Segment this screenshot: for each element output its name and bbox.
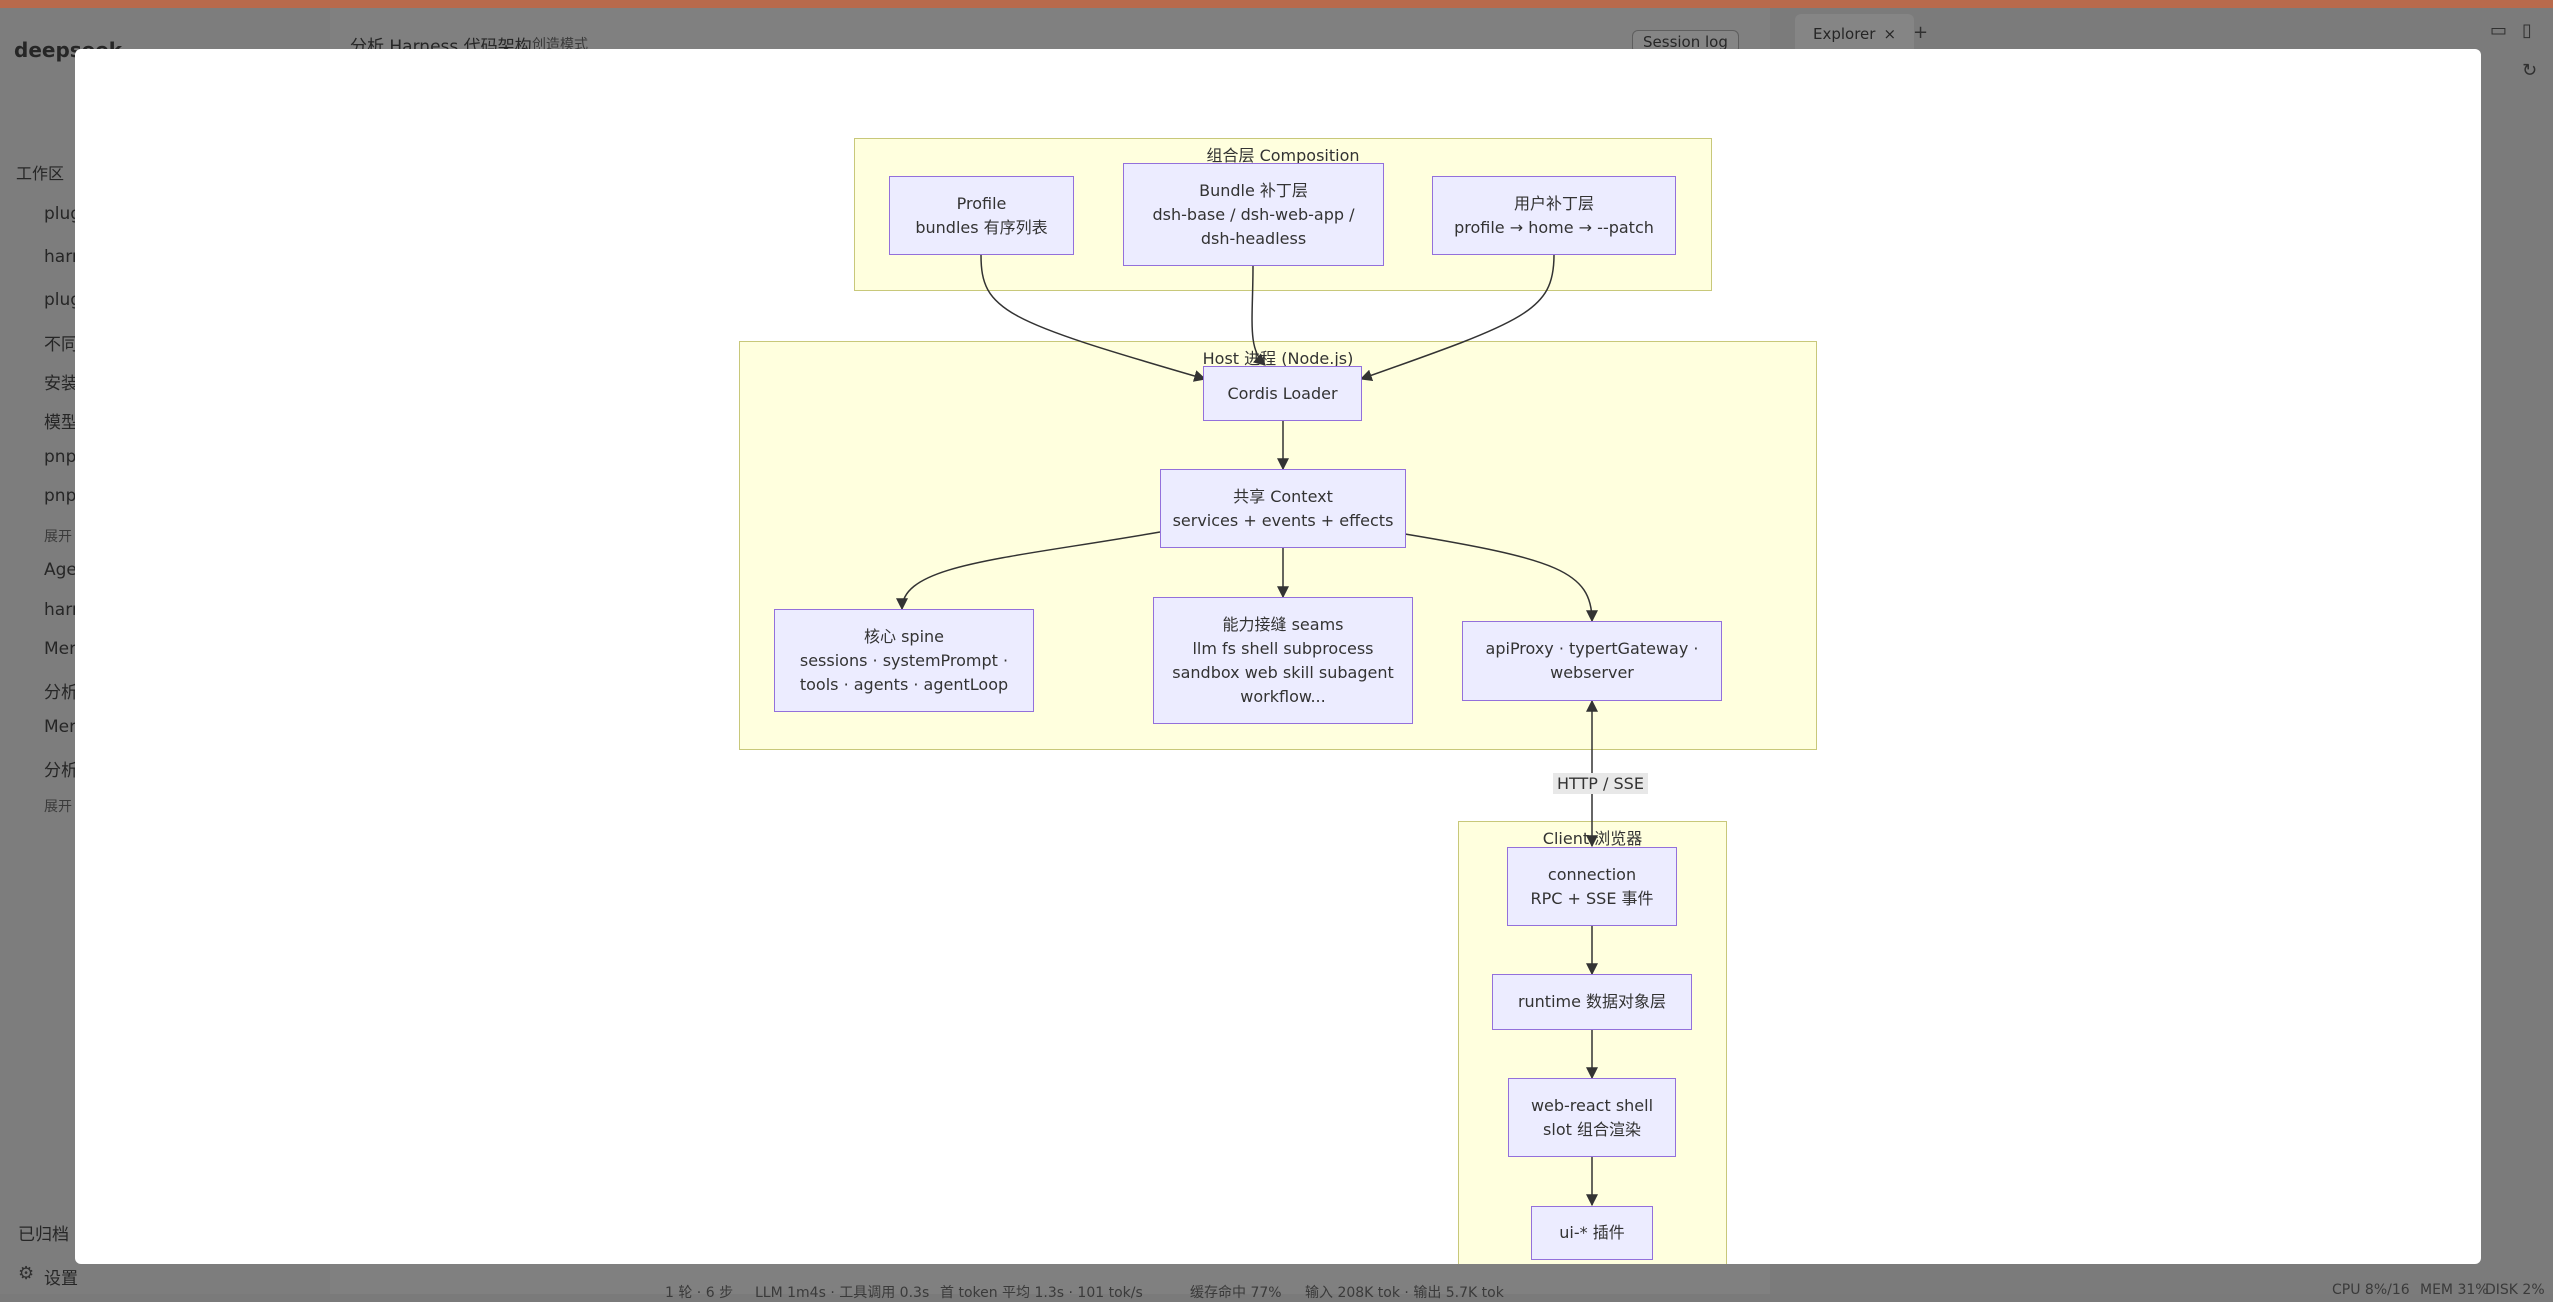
sidebar-item[interactable]: 分析	[44, 683, 78, 703]
sidebar-expand[interactable]: 展开	[44, 799, 72, 815]
node-profile-line: bundles 有序列表	[915, 217, 1048, 237]
node-context-line: services + events + effects	[1172, 510, 1394, 530]
sidebar-expand[interactable]: 展开	[44, 529, 72, 545]
settings-link[interactable]: 设置	[44, 1269, 78, 1289]
node-bundle-line: Bundle 补丁层	[1199, 180, 1308, 200]
node-api-proxy: apiProxy · typertGateway · webserver	[1462, 621, 1722, 701]
node-ui-plugins: ui-* 插件	[1531, 1206, 1653, 1260]
panel-bottom-icon[interactable]: ▭	[2490, 20, 2508, 41]
node-shared-context: 共享 Context services + events + effects	[1160, 469, 1406, 548]
status-token-speed: 首 token 平均 1.3s · 101 tok/s	[940, 1285, 1143, 1301]
node-api-line: apiProxy · typertGateway ·	[1485, 639, 1699, 658]
node-spine-line: 核心 spine	[863, 626, 944, 646]
node-context-line: 共享 Context	[1233, 486, 1333, 506]
node-connection-line: RPC + SSE 事件	[1530, 888, 1654, 908]
status-disk: DISK 2%	[2485, 1282, 2545, 1298]
node-runtime-line: runtime 数据对象层	[1517, 992, 1667, 1011]
sidebar-item[interactable]: 不同	[44, 335, 78, 355]
node-profile-line: Profile	[956, 193, 1007, 213]
status-llm: LLM 1m4s · 工具调用 0.3s	[755, 1285, 930, 1301]
node-core-spine: 核心 spine sessions · systemPrompt · tools…	[774, 609, 1034, 712]
node-spine-line: sessions · systemPrompt ·	[799, 650, 1009, 670]
sidebar-item[interactable]: 模型	[44, 413, 78, 433]
sidebar-item[interactable]: 安装	[44, 374, 78, 394]
plus-icon[interactable]: +	[1913, 22, 1929, 43]
node-shell-line: web-react shell	[1530, 1095, 1654, 1115]
node-bundle-line: dsh-base / dsh-web-app /	[1152, 204, 1355, 224]
node-connection: connection RPC + SSE 事件	[1507, 847, 1677, 926]
refresh-icon[interactable]: ↻	[2522, 60, 2538, 81]
node-runtime: runtime 数据对象层	[1492, 974, 1692, 1030]
node-loader-line: Cordis Loader	[1227, 383, 1338, 403]
status-cpu: CPU 8%/16	[2332, 1282, 2410, 1298]
status-mem: MEM 31%	[2420, 1282, 2489, 1298]
cluster-client-label: Client 浏览器	[1542, 829, 1643, 848]
sidebar-item[interactable]: Mer	[44, 639, 77, 659]
node-seams-line: llm fs shell subprocess	[1192, 638, 1374, 658]
sidebar-item[interactable]: pnp	[44, 486, 77, 506]
archived-link[interactable]: 已归档	[18, 1225, 69, 1245]
node-profile: Profile bundles 有序列表	[889, 176, 1074, 255]
node-seams-line: workflow...	[1240, 686, 1326, 706]
node-user-patch: 用户补丁层 profile → home → --patch	[1432, 176, 1676, 255]
node-api-line: webserver	[1550, 663, 1634, 682]
node-seams: 能力接缝 seams llm fs shell subprocess sandb…	[1153, 597, 1413, 724]
node-bundle-line: dsh-headless	[1200, 228, 1307, 248]
gear-icon: ⚙	[18, 1263, 35, 1284]
cluster-composition-label: 组合层 Composition	[1206, 146, 1360, 165]
explorer-tab-label: Explorer	[1813, 25, 1876, 43]
panel-right-icon[interactable]: ▯	[2522, 20, 2532, 41]
sidebar-item[interactable]: plug	[44, 290, 82, 310]
node-shell-line: slot 组合渲染	[1543, 1119, 1641, 1139]
node-seams-line: sandbox web skill subagent	[1172, 662, 1394, 682]
status-cache: 缓存命中 77%	[1190, 1285, 1282, 1301]
sidebar-item[interactable]: Age	[44, 560, 77, 580]
node-cordis-loader: Cordis Loader	[1203, 366, 1362, 421]
sidebar-item[interactable]: 分析	[44, 761, 78, 781]
architecture-diagram: 组合层 Composition Host 进程 (Node.js) Client…	[75, 49, 2481, 1264]
node-user-patch-line: 用户补丁层	[1513, 193, 1594, 213]
window-top-strip	[0, 0, 2553, 8]
node-bundle: Bundle 补丁层 dsh-base / dsh-web-app / dsh-…	[1123, 163, 1384, 266]
sidebar-item[interactable]: Mer	[44, 717, 77, 737]
node-connection-line: connection	[1547, 864, 1637, 884]
cluster-host-label: Host 进程 (Node.js)	[1202, 349, 1354, 368]
sidebar-item[interactable]: harr	[44, 600, 79, 620]
node-seams-line: 能力接缝 seams	[1222, 614, 1344, 634]
sidebar-section-label: 工作区	[16, 164, 65, 183]
close-icon[interactable]: ×	[1883, 25, 1897, 43]
tab-explorer[interactable]: Explorer ×	[1795, 14, 1915, 54]
sidebar-item[interactable]: plug	[44, 204, 82, 224]
node-user-patch-line: profile → home → --patch	[1454, 217, 1654, 237]
node-web-react-shell: web-react shell slot 组合渲染	[1508, 1078, 1676, 1157]
status-bar: 1 轮 · 6 步 LLM 1m4s · 工具调用 0.3s 首 token 平…	[330, 1278, 2553, 1302]
status-io: 输入 208K tok · 输出 5.7K tok	[1305, 1285, 1504, 1301]
sidebar-item[interactable]: pnp	[44, 447, 77, 467]
node-ui-line: ui-* 插件	[1559, 1223, 1625, 1242]
status-rounds: 1 轮 · 6 步	[665, 1285, 734, 1301]
node-spine-line: tools · agents · agentLoop	[799, 674, 1009, 694]
edge-label-http-sse: HTTP / SSE	[1553, 773, 1648, 794]
sidebar-item[interactable]: harr	[44, 247, 79, 267]
diagram-modal: 组合层 Composition Host 进程 (Node.js) Client…	[75, 49, 2481, 1264]
